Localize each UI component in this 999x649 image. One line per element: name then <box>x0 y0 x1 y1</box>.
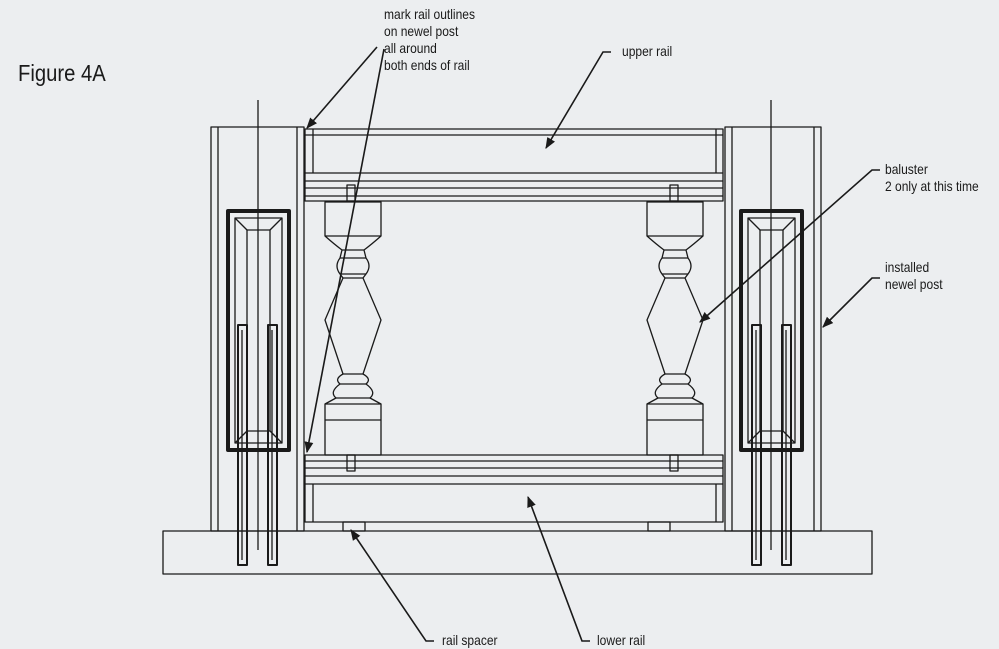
leader-upper-rail <box>545 51 611 149</box>
leader-installed-newel-post <box>822 277 880 328</box>
leader-mark-rail-outline-lower <box>304 48 385 454</box>
base-platform <box>162 530 873 575</box>
leader-lower-rail <box>527 495 590 642</box>
baluster-pin <box>346 184 356 202</box>
callout-line: mark rail outlines <box>384 6 476 22</box>
lower-rail <box>304 454 724 523</box>
rail-spacer-right <box>647 521 671 532</box>
callout-lower-rail: lower rail <box>597 632 646 648</box>
leader-baluster <box>699 169 880 323</box>
callout-rail-spacer: rail spacer <box>442 632 498 648</box>
callout-line: both ends of rail <box>384 57 470 73</box>
right-newel-post <box>724 100 822 566</box>
callout-baluster: baluster 2 only at this time <box>885 161 979 195</box>
callout-upper-rail: upper rail <box>622 43 673 59</box>
leader-rail-spacer <box>350 529 434 642</box>
callout-line: installed <box>885 259 930 275</box>
callout-installed-newel-post: installed newel post <box>885 259 943 293</box>
baluster-pin <box>669 184 679 202</box>
left-baluster <box>324 201 382 456</box>
callout-line: 2 only at this time <box>885 178 979 194</box>
callout-mark-rail-outlines: mark rail outlines on newel post all aro… <box>384 6 475 74</box>
figure-title: Figure 4A <box>18 60 106 86</box>
callout-line: all around <box>384 40 437 56</box>
leader-mark-rail-outline-upper <box>306 46 378 129</box>
rail-spacer-left <box>342 521 366 532</box>
callout-line: on newel post <box>384 23 459 39</box>
upper-rail <box>304 128 724 202</box>
callout-line: baluster <box>885 161 928 177</box>
callout-line: newel post <box>885 276 943 292</box>
left-newel-post <box>210 100 305 566</box>
right-baluster <box>646 201 704 456</box>
